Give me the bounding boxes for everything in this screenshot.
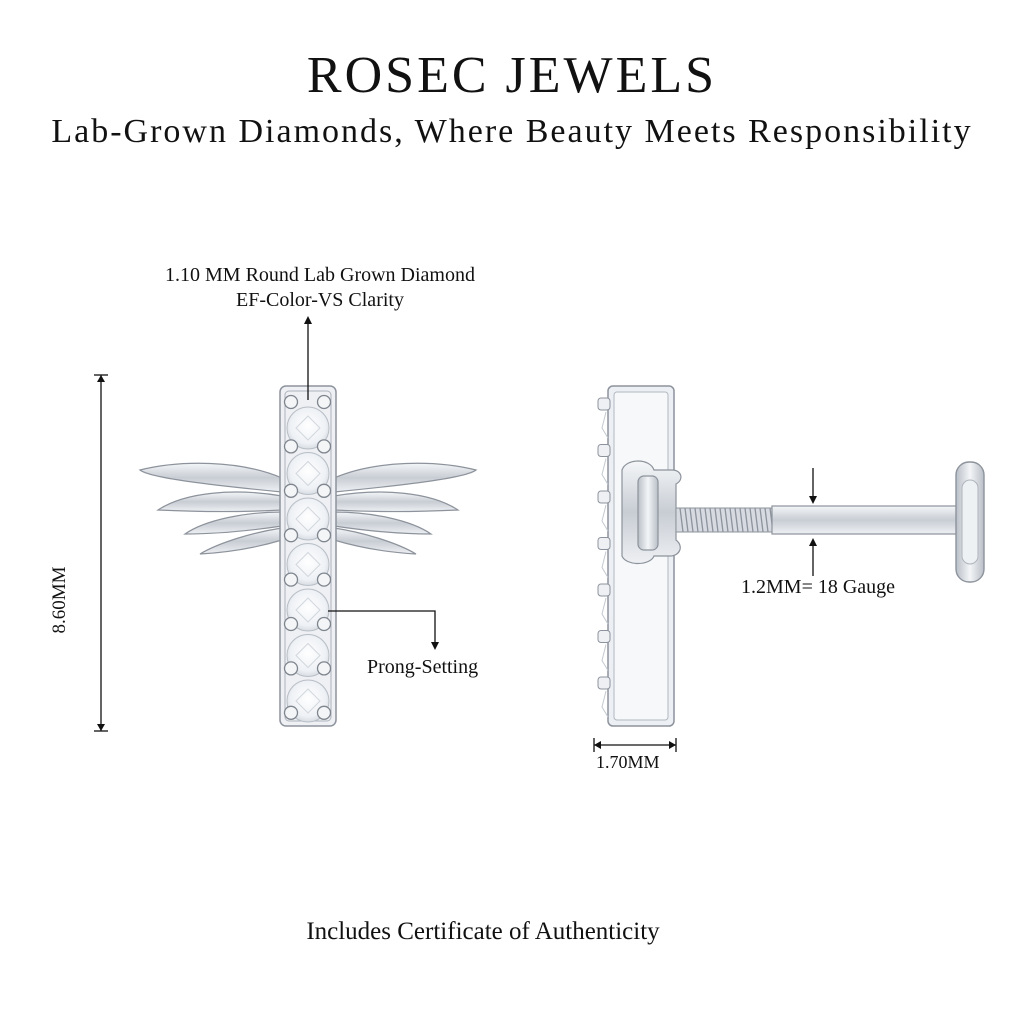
- threaded-post: [675, 507, 775, 533]
- prong: [316, 528, 332, 543]
- prong: [283, 705, 299, 720]
- thread-line: [684, 507, 689, 533]
- thread-line: [759, 507, 764, 533]
- prong: [316, 572, 332, 587]
- diamond-facet: [295, 551, 321, 578]
- side-diamond: [601, 597, 609, 625]
- thread-line: [719, 507, 724, 533]
- side-diamond: [601, 458, 609, 485]
- diamond-quality-label: EF-Color-VS Clarity: [236, 289, 404, 311]
- diamond-facet: [295, 415, 321, 441]
- smooth-post: [771, 505, 965, 535]
- thread-line: [704, 507, 709, 533]
- brand-title: ROSEC JEWELS: [306, 47, 718, 104]
- annotation-lines: [94, 316, 817, 752]
- side-diamond: [601, 644, 609, 671]
- prong: [283, 528, 299, 543]
- diamond-facet: [295, 460, 321, 487]
- prong-row: [283, 394, 332, 720]
- diamond-facet: [295, 642, 321, 669]
- diamond-stone: [286, 452, 330, 495]
- thread-line: [694, 507, 699, 533]
- prong: [316, 705, 332, 720]
- gauge-label: 1.2MM= 18 Gauge: [741, 576, 896, 598]
- side-diamond-edge: [597, 397, 611, 718]
- side-prong: [597, 537, 611, 550]
- diamond-stone: [286, 497, 330, 541]
- flat-back-disc: [955, 461, 985, 583]
- side-prong: [597, 490, 611, 504]
- thread-line: [679, 507, 684, 533]
- side-prong: [597, 444, 611, 457]
- prong: [283, 439, 299, 454]
- side-diamond: [601, 551, 609, 578]
- prong: [283, 572, 299, 587]
- prong-setting-label: Prong-Setting: [367, 656, 479, 678]
- certificate-note: Includes Certificate of Authenticity: [306, 918, 660, 945]
- prong: [316, 616, 332, 632]
- diamond-stone: [286, 543, 330, 586]
- side-prong: [597, 630, 611, 643]
- prong: [283, 483, 299, 498]
- prong: [316, 483, 332, 498]
- prong: [316, 661, 332, 676]
- width-dimension-label: 1.70MM: [596, 752, 660, 772]
- wings-front: [138, 462, 478, 555]
- thread-line: [744, 507, 749, 533]
- thread-line: [724, 507, 729, 533]
- prong: [316, 439, 332, 454]
- brand-tagline: Lab-Grown Diamonds, Where Beauty Meets R…: [51, 113, 973, 150]
- thread-line: [754, 507, 759, 533]
- diamond-facet: [295, 688, 321, 714]
- diamond-facet: [295, 597, 321, 623]
- diamond-spec-label: 1.10 MM Round Lab Grown Diamond: [165, 264, 475, 286]
- thread-line: [734, 507, 739, 533]
- thread-line: [714, 507, 719, 533]
- prong: [283, 394, 299, 410]
- diamond-facet: [295, 506, 321, 532]
- thread-line: [709, 507, 714, 533]
- side-diamond: [601, 690, 609, 718]
- prong: [283, 616, 299, 632]
- side-diamond: [601, 411, 609, 439]
- thread-line: [764, 507, 769, 533]
- prong: [283, 661, 299, 676]
- side-prong: [597, 676, 611, 690]
- side-prong: [597, 397, 611, 411]
- prong: [316, 394, 332, 410]
- side-prong: [597, 583, 611, 597]
- thread-line: [749, 507, 754, 533]
- post-mount: [621, 460, 682, 565]
- height-dimension-label: 8.60MM: [49, 566, 70, 634]
- thread-line: [699, 507, 704, 533]
- diamond-stone: [286, 406, 330, 450]
- thread-line: [729, 507, 734, 533]
- thread-line: [739, 507, 744, 533]
- thread-line: [689, 507, 694, 533]
- side-diamond: [601, 504, 609, 532]
